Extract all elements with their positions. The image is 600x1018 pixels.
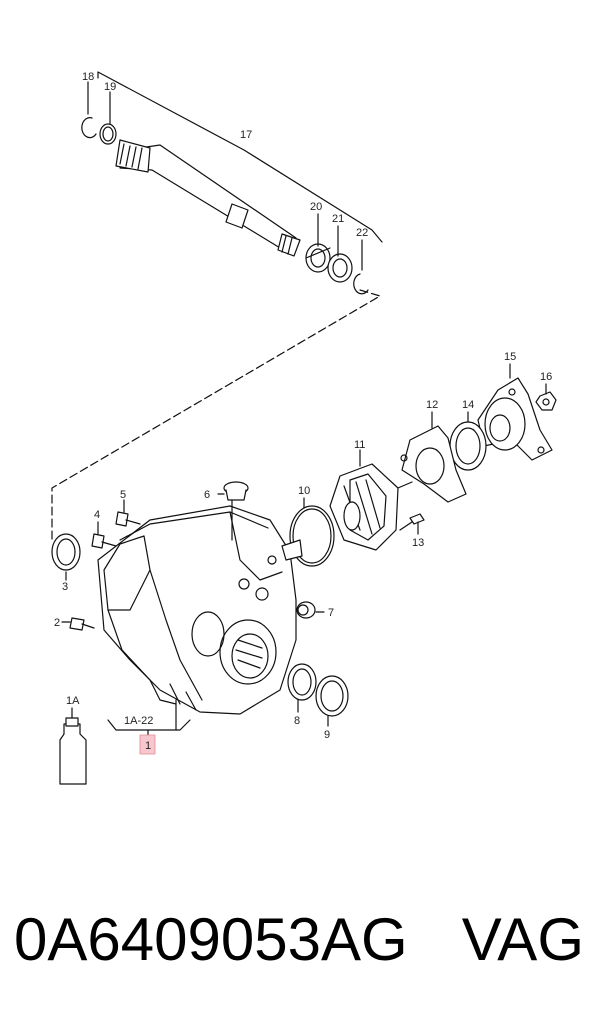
callout-13: 13 [412, 537, 424, 549]
brand-name: VAG [461, 906, 584, 973]
callout-1A: 1A [66, 695, 80, 707]
drive-shaft-assembly [51, 71, 383, 541]
small-parts [51, 481, 349, 785]
o-ring-10 [289, 497, 335, 567]
plug-7 [296, 601, 316, 619]
plug-6 [223, 481, 249, 501]
part-number: 0A6409053AG [14, 906, 408, 973]
oil-bottle-1A [59, 707, 87, 785]
callout-6: 6 [204, 489, 210, 501]
callout-12: 12 [426, 399, 438, 411]
bolt-2 [61, 617, 95, 631]
callout-8: 8 [294, 715, 300, 727]
seal-8 [287, 663, 317, 713]
seal-3 [51, 533, 81, 581]
callout-3: 3 [62, 581, 68, 593]
nut-16 [535, 383, 557, 411]
callout-11: 11 [354, 439, 365, 451]
flange-assembly [289, 363, 557, 567]
output-bore [219, 619, 277, 685]
exploded-parts-diagram: 18 19 17 20 21 22 15 16 12 14 11 6 5 10 … [51, 71, 557, 785]
callout-17: 17 [240, 129, 252, 141]
callout-1A-22: 1A-22 [124, 715, 153, 727]
dashed-connector [51, 289, 381, 541]
ring-19 [99, 123, 117, 145]
callout-18: 18 [82, 71, 94, 83]
callout-5: 5 [120, 489, 126, 501]
callout-19: 19 [104, 81, 116, 93]
callout-14: 14 [462, 399, 474, 411]
bearing-21 [327, 253, 353, 283]
callout-bracket-1A22 [107, 719, 191, 731]
bearing-20 [305, 243, 331, 273]
callout-21: 21 [332, 213, 344, 225]
bolt-4 [91, 521, 117, 549]
shaft-collar [225, 203, 249, 229]
bolt-13 [399, 513, 425, 535]
highlight-box-1 [139, 734, 156, 755]
circlip-18 [81, 117, 97, 139]
callout-4: 4 [94, 509, 100, 521]
cover-plate-12 [401, 425, 467, 503]
callout-16: 16 [540, 371, 552, 383]
callout-2: 2 [54, 617, 60, 629]
transfer-case-housing [97, 493, 325, 739]
callout-20: 20 [310, 201, 322, 213]
vent-screw-5 [115, 499, 141, 527]
shaft-spline-right [277, 233, 301, 257]
callout-22: 22 [356, 227, 368, 239]
circlip-22 [353, 273, 369, 295]
callout-10: 10 [298, 485, 310, 497]
footer-banner: 0A6409053AG VAG [0, 895, 600, 985]
callout-9: 9 [324, 729, 330, 741]
callout-15: 15 [504, 351, 516, 363]
callout-bracket-17 [97, 71, 383, 243]
gear-11 [329, 449, 413, 551]
callout-7: 7 [328, 607, 334, 619]
ring-9 [315, 675, 349, 727]
callout-1: 1 [145, 740, 151, 752]
